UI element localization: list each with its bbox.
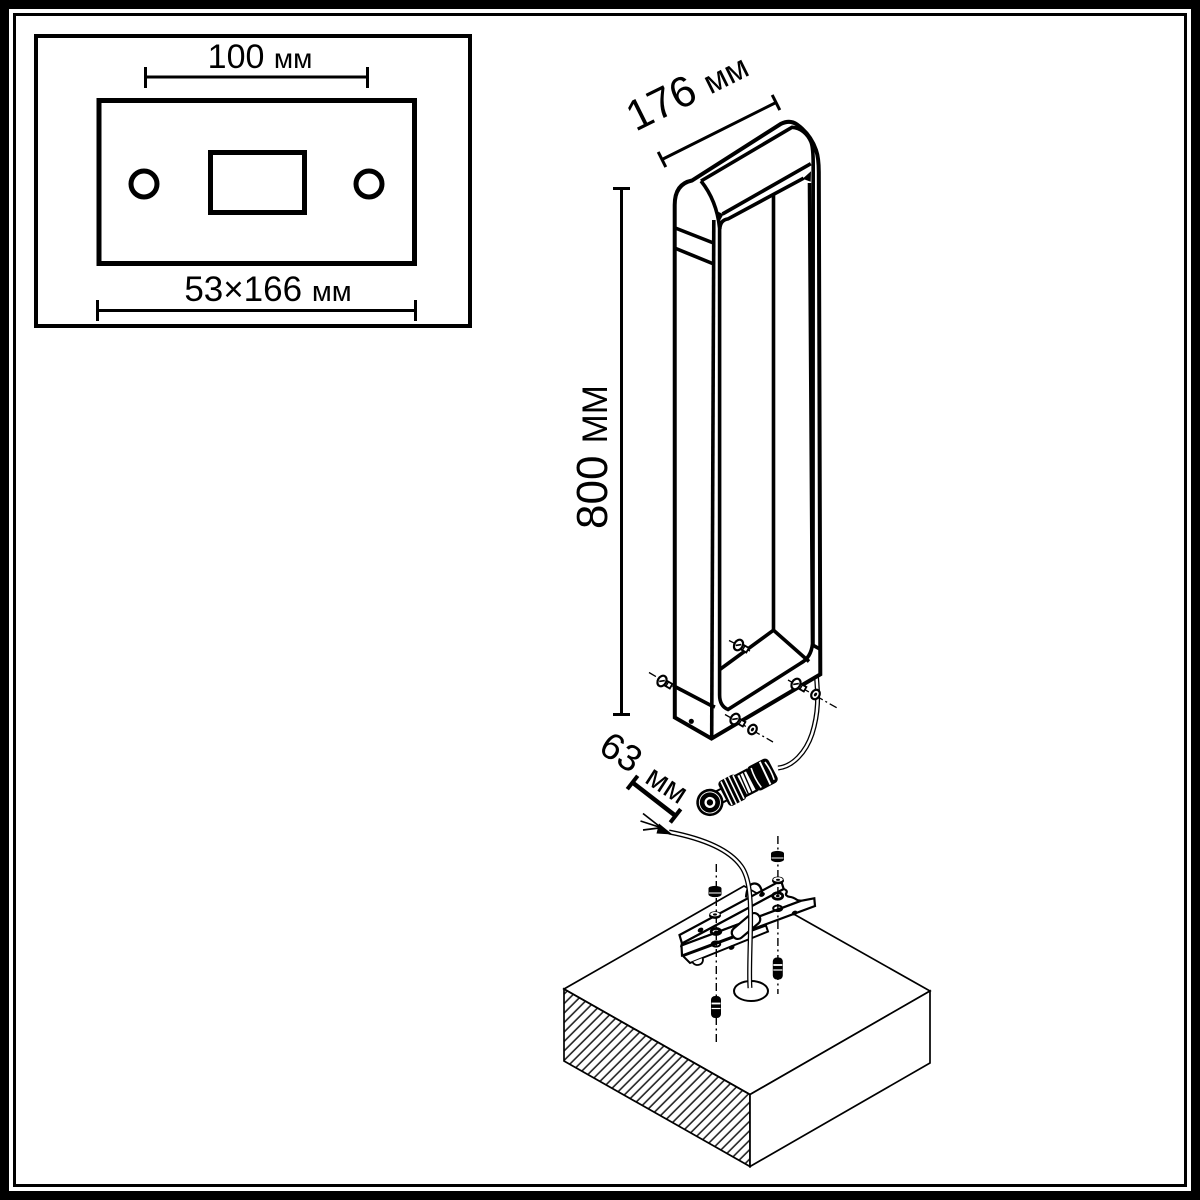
- svg-text:176 мм: 176 мм: [619, 40, 756, 141]
- svg-text:800 ММ: 800 ММ: [568, 385, 617, 529]
- svg-text:100 мм: 100 мм: [208, 38, 313, 76]
- svg-text:63 мм: 63 мм: [593, 724, 698, 812]
- svg-text:53×166 мм: 53×166 мм: [184, 270, 351, 309]
